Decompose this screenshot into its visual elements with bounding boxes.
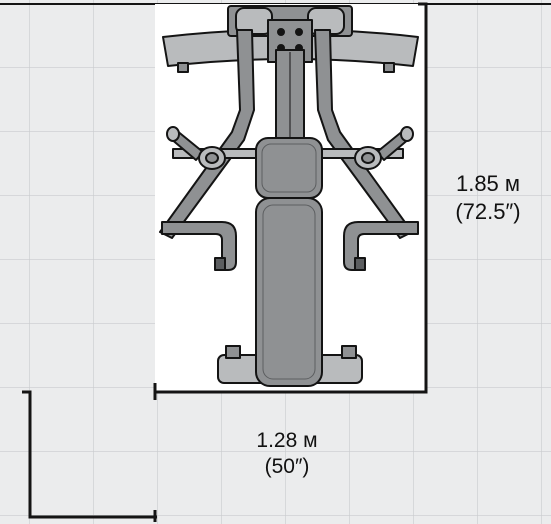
seat-pad [255, 197, 323, 387]
width-metric: 1.28 м [256, 429, 318, 452]
back-pad [255, 137, 323, 199]
left-press-arm [159, 29, 255, 239]
height-imperial: (72.5″) [455, 198, 521, 224]
right-handle [343, 221, 419, 271]
left-handle [161, 221, 237, 271]
chest-press-machine [159, 5, 419, 387]
footprint-outline [155, 2, 428, 394]
width-imperial: (50″) [264, 455, 310, 479]
width-dimension-label: 1.28 м (50″) [232, 428, 342, 481]
width-dimension-bracket [22, 383, 157, 522]
height-metric: 1.85 м [455, 171, 521, 196]
right-pivot-horn [354, 126, 414, 170]
height-dimension-label: 1.85 м (72.5″) [438, 170, 538, 225]
left-pivot-horn [166, 126, 226, 170]
